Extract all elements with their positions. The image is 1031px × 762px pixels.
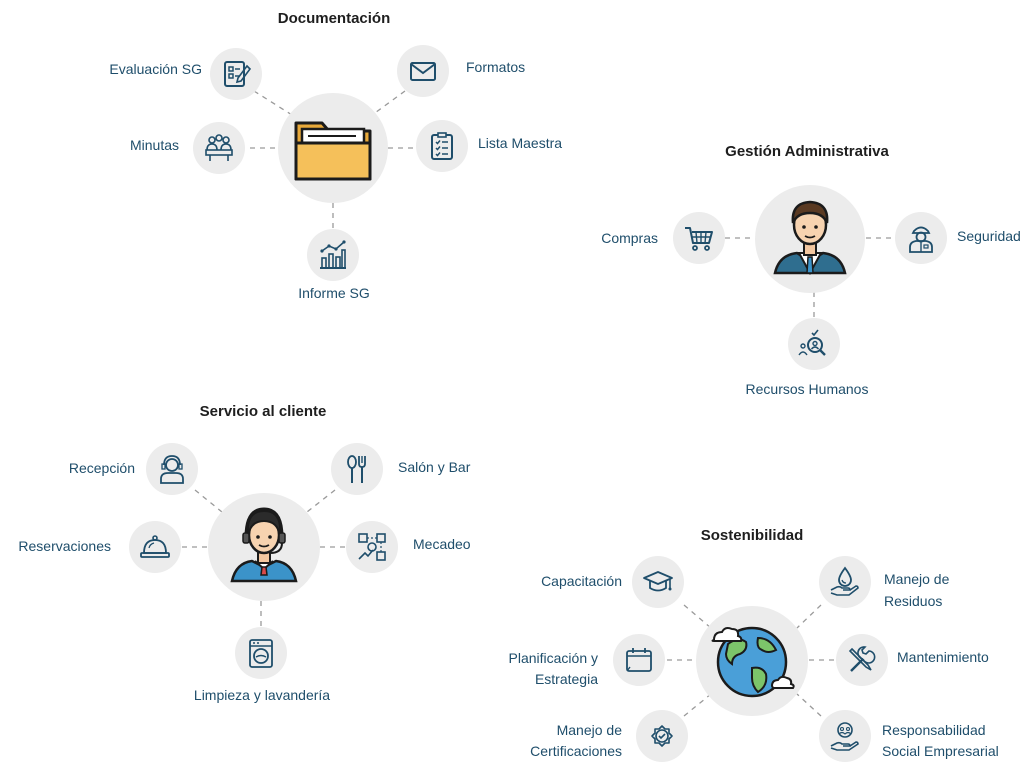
recepcion-label: Recepción [68, 460, 135, 476]
mantenimiento-node[interactable] [836, 634, 888, 686]
formatos-node[interactable] [397, 45, 449, 97]
globe-icon [711, 626, 795, 698]
informe-node[interactable] [307, 229, 359, 281]
rse-label-1: Responsabilidad [882, 722, 986, 738]
limpieza-label: Limpieza y lavandería [193, 687, 331, 703]
certificaciones-label-2: Certificaciones [530, 743, 622, 759]
mecadeo-label: Mecadeo [413, 536, 471, 552]
planificacion-node[interactable] [613, 634, 665, 686]
capacitacion-label: Capacitación [541, 573, 622, 589]
sostenibilidad-hub[interactable] [696, 606, 808, 716]
bar-chart-icon [320, 240, 346, 269]
reservaciones-node[interactable] [129, 521, 181, 573]
graduation-cap-icon [643, 571, 673, 592]
minutas-node[interactable] [193, 122, 245, 174]
residuos-label-2: Residuos [884, 593, 943, 609]
capacitacion-node[interactable] [632, 556, 684, 608]
certificaciones-node[interactable] [636, 710, 688, 762]
lista-node[interactable] [416, 120, 468, 172]
cluster-title-gestion: Gestión Administrativa [725, 143, 889, 160]
shopping-cart-icon [685, 227, 713, 251]
rse-label-2: Social Empresarial [882, 743, 999, 759]
security-guard-icon [909, 226, 933, 253]
limpieza-node[interactable] [235, 627, 287, 679]
planificacion-label-2: Estrategia [534, 671, 598, 687]
badge-check-icon [651, 725, 673, 747]
calendar-icon [626, 648, 652, 672]
people-hand-icon [830, 722, 859, 751]
folder-icon [294, 121, 372, 181]
evaluacion-node[interactable] [210, 48, 262, 100]
informe-label: Informe SG [298, 285, 370, 301]
compras-label: Compras [601, 230, 658, 246]
service-bell-icon [140, 535, 170, 558]
spoon-fork-icon [347, 455, 366, 483]
minutas-label: Minutas [129, 137, 179, 153]
lista-label: Lista Maestra [478, 135, 563, 151]
marketing-icon [358, 533, 386, 561]
businessman-icon [773, 200, 847, 276]
water-hand-icon [830, 566, 859, 596]
residuos-label-1: Manejo de [884, 571, 950, 587]
documentacion-hub[interactable] [278, 93, 388, 203]
gestion-hub[interactable] [755, 185, 865, 293]
hr-magnifier-icon [798, 329, 826, 356]
meeting-icon [205, 134, 233, 161]
salon-node[interactable] [331, 443, 383, 495]
servicio-hub[interactable] [208, 493, 320, 601]
envelope-icon [410, 62, 436, 81]
rrhh-label: Recursos Humanos [745, 381, 869, 397]
washing-machine-icon [249, 639, 273, 668]
certificaciones-label-1: Manejo de [556, 722, 622, 738]
mecadeo-node[interactable] [346, 521, 398, 573]
cluster-title-sostenibilidad: Sostenibilidad [700, 527, 804, 544]
compras-node[interactable] [673, 212, 725, 264]
residuos-node[interactable] [819, 556, 871, 608]
support-agent-icon [230, 507, 298, 583]
clipboard-list-icon [431, 132, 453, 160]
rse-node[interactable] [819, 710, 871, 762]
cluster-title-servicio: Servicio al cliente [199, 403, 327, 420]
cluster-title-documentacion: Documentación [277, 10, 391, 27]
recepcion-node[interactable] [146, 443, 198, 495]
checklist-pencil-icon [224, 61, 252, 87]
seguridad-label: Seguridad [957, 228, 1021, 244]
salon-label: Salón y Bar [398, 459, 471, 475]
evaluacion-label: Evaluación SG [109, 61, 202, 77]
tools-icon [848, 646, 876, 672]
rrhh-node[interactable] [788, 318, 840, 370]
receptionist-icon [160, 455, 184, 484]
reservaciones-label: Reservaciones [18, 538, 111, 554]
mantenimiento-label: Mantenimiento [897, 649, 989, 665]
seguridad-node[interactable] [895, 212, 947, 264]
planificacion-label-1: Planificación y [508, 650, 599, 666]
formatos-label: Formatos [466, 59, 526, 75]
